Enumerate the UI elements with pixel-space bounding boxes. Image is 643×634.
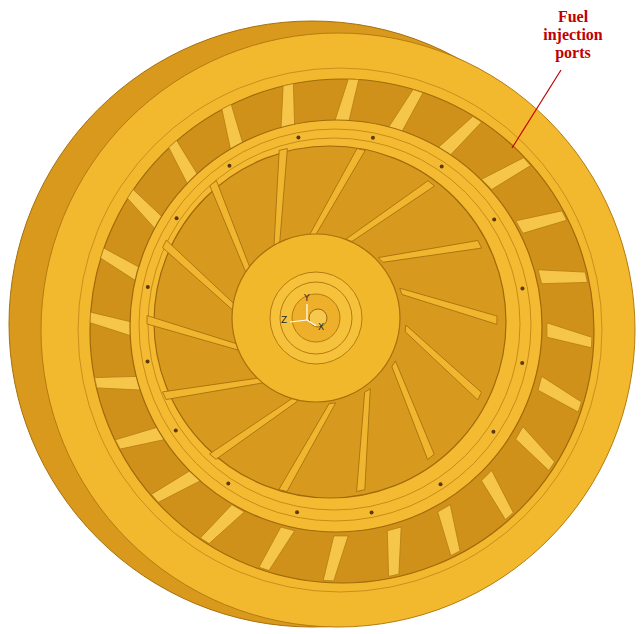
channel-vane <box>200 505 244 544</box>
injection-port <box>146 360 150 364</box>
inner-cavity <box>154 146 506 498</box>
hub-ring <box>292 294 340 342</box>
swirler-vane <box>357 389 371 492</box>
channel-vane <box>538 376 582 412</box>
callout-label: Fuel injection ports <box>533 8 613 62</box>
swirler-vane <box>308 149 365 238</box>
swirler-vane <box>147 316 244 352</box>
channel-vane <box>151 471 200 503</box>
swirler-vane <box>210 181 252 280</box>
hub-boss <box>270 272 362 364</box>
swirler-vane <box>163 378 266 400</box>
injection-port <box>520 286 524 290</box>
swirler-vane <box>346 181 435 242</box>
injection-port <box>370 510 374 514</box>
swirler-vane <box>378 241 481 263</box>
injection-port <box>491 430 495 434</box>
channel-vane <box>259 527 295 571</box>
axis-label: Z <box>281 315 287 325</box>
swirler-vane <box>405 325 481 400</box>
injection-port <box>492 217 496 221</box>
swirler-vane <box>210 399 299 460</box>
swirler-vane <box>163 240 239 315</box>
channel-vane <box>334 79 359 124</box>
injection-port <box>226 481 230 485</box>
axis-triad <box>290 304 316 326</box>
swirler-vane <box>400 288 497 324</box>
hub <box>232 234 400 402</box>
liner-groove <box>139 129 531 521</box>
injection-port <box>371 136 375 140</box>
channel-vane <box>387 527 401 576</box>
hub-ring <box>280 282 352 354</box>
liner-groove <box>148 138 520 510</box>
injection-port <box>520 361 524 365</box>
swirler-vane <box>392 361 434 460</box>
channel-vane <box>516 427 555 471</box>
channel-vane <box>482 471 514 520</box>
channel-vane <box>323 536 348 581</box>
injection-port <box>175 216 179 220</box>
swirler-vane <box>279 403 336 492</box>
leader-line <box>512 70 561 148</box>
swirler-vane <box>274 149 288 252</box>
injection-port <box>440 165 444 169</box>
liner-ring <box>130 120 542 532</box>
face-edge <box>78 68 602 592</box>
channel-vane <box>482 158 531 190</box>
channel-vane <box>538 270 587 284</box>
injection-port <box>439 482 443 486</box>
outer-face <box>41 33 635 627</box>
axis-label: X <box>318 322 324 332</box>
channel-vane <box>387 90 423 134</box>
channel-vane <box>90 312 135 337</box>
injection-port <box>296 136 300 140</box>
channel-vane <box>438 505 460 556</box>
channel-vane <box>516 211 567 233</box>
injection-port <box>227 164 231 168</box>
injection-port <box>295 510 299 514</box>
injection-port <box>174 429 178 433</box>
annular-channel <box>90 79 594 583</box>
channel-vane <box>438 116 482 155</box>
channel-vane <box>547 323 592 348</box>
injection-port <box>146 285 150 289</box>
axis-label: Y <box>304 293 310 303</box>
